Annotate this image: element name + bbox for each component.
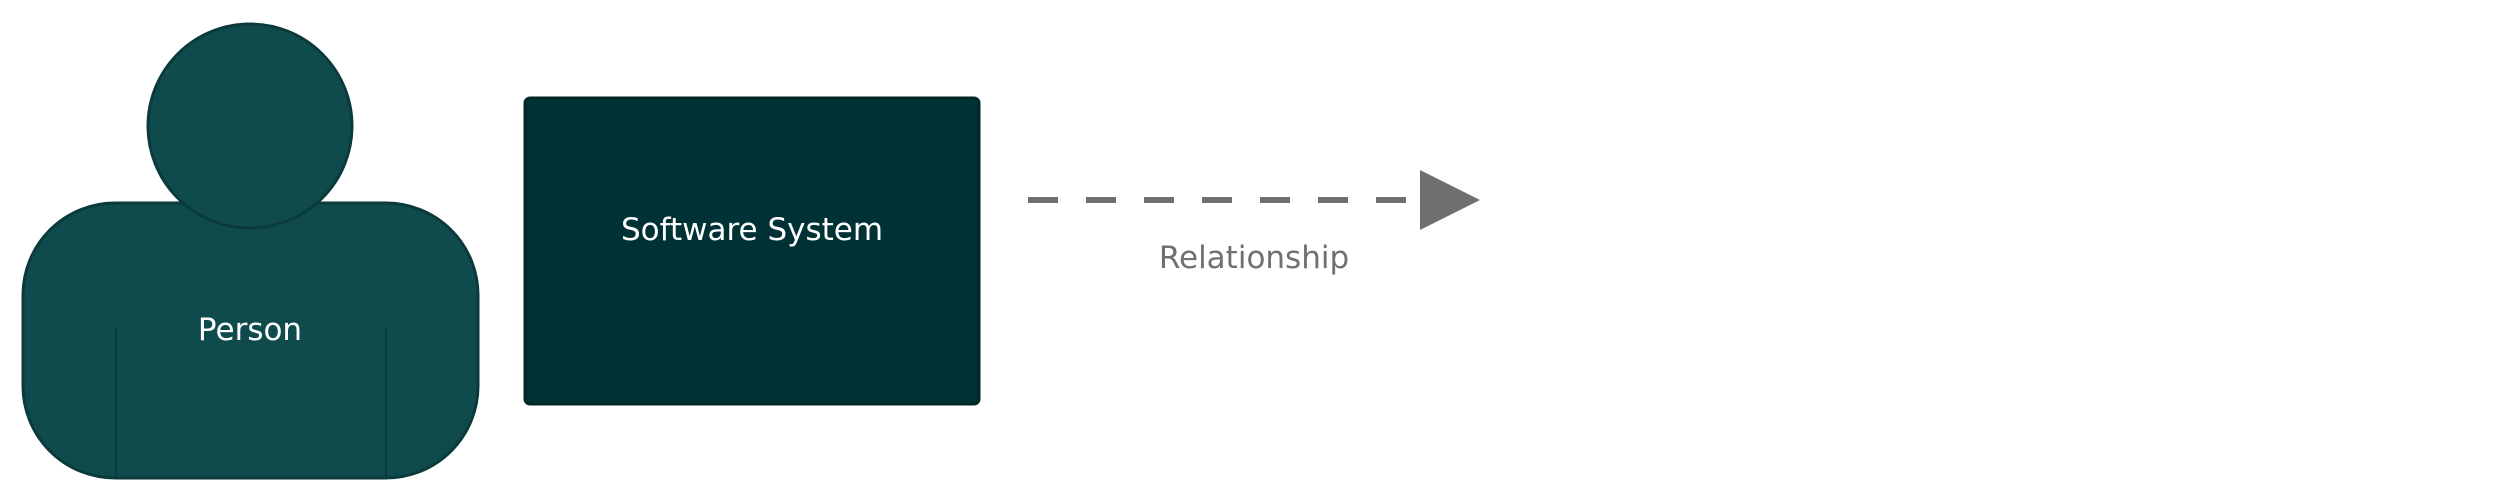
relationship-element[interactable]: Relationship <box>1028 170 1480 276</box>
relationship-label: Relationship <box>1159 240 1349 276</box>
person-element[interactable]: Person <box>21 22 480 480</box>
person-head <box>146 22 354 230</box>
person-label: Person <box>198 312 302 348</box>
software-system-element[interactable]: Software System <box>523 96 981 406</box>
relationship-arrowhead-icon <box>1420 170 1480 230</box>
software-system-box <box>523 96 981 406</box>
software-system-label: Software System <box>621 212 883 248</box>
